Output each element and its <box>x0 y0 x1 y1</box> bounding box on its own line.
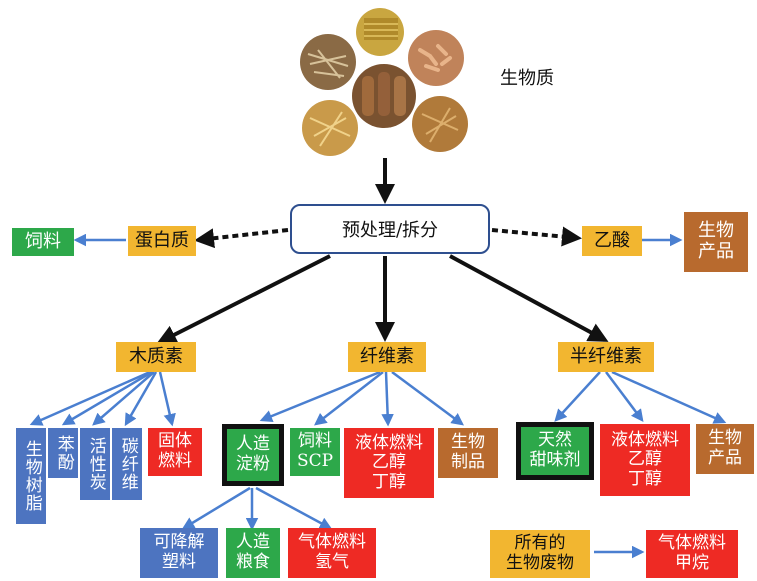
arrow-cellulose-to-scp <box>314 371 384 426</box>
arrow-pretreatment-to-hemicellulose <box>449 254 609 342</box>
biomass-husk-image <box>412 96 468 152</box>
artificial-food-node: 人造 粮食 <box>226 528 280 578</box>
biomass-pellets-image <box>352 64 416 128</box>
arrow-lignin-to-carbon <box>92 371 155 426</box>
bio-products-node-hemi: 生物 产品 <box>696 424 754 474</box>
arrow-lignin-to-phenol <box>61 370 153 426</box>
arrow-pretreatment-to-lignin <box>156 254 331 344</box>
lignin-node: 木质素 <box>116 342 196 372</box>
biomass-stalks-image <box>300 34 356 90</box>
feed-node: 饲料 <box>12 228 74 256</box>
carbon-fiber-node: 碳纤维 <box>112 428 142 500</box>
pretreatment-node: 预处理/拆分 <box>290 204 490 254</box>
arrow-hemi-to-liquid-fuel <box>605 371 644 422</box>
arrow-starch-to-plastic <box>181 486 251 530</box>
phenol-node: 苯酚 <box>48 428 78 478</box>
bio-products-node-cellulose: 生物 制品 <box>438 428 498 478</box>
hemicellulose-node: 半纤维素 <box>558 342 654 372</box>
hydrogen-fuel-node: 气体燃料 氢气 <box>288 528 376 578</box>
liquid-fuel-node-hemi: 液体燃料 乙醇 丁醇 <box>600 424 690 496</box>
biomass-label: 生物质 <box>500 68 554 89</box>
protein-node: 蛋白质 <box>128 226 196 256</box>
degradable-plastic-node: 可降解 塑料 <box>140 528 218 578</box>
bio-products-node-top: 生物 产品 <box>684 212 748 272</box>
biomass-straw-image <box>302 100 358 156</box>
arrow-hemi-to-products <box>611 370 727 424</box>
cellulose-node: 纤维素 <box>348 342 426 372</box>
arrow-cellulose-to-products <box>391 370 465 426</box>
biomass-bale-image <box>356 8 404 56</box>
liquid-fuel-node-cellulose: 液体燃料 乙醇 丁醇 <box>344 428 434 498</box>
methane-fuel-node: 气体燃料 甲烷 <box>646 530 738 578</box>
acetic-acid-node: 乙酸 <box>582 226 642 256</box>
arrow-starch-to-hydrogen <box>255 486 333 530</box>
bio-resin-node: 生物树脂 <box>16 428 46 524</box>
artificial-starch-node: 人造 淀粉 <box>222 424 284 486</box>
solid-fuel-node: 固体 燃料 <box>148 428 202 476</box>
biomass-chips-image <box>408 30 464 86</box>
feed-scp-node: 饲料 SCP <box>290 428 340 476</box>
biomass-images <box>300 8 468 156</box>
arrow-lignin-to-solid-fuel <box>158 371 176 427</box>
natural-sweetener-node: 天然 甜味剂 <box>516 422 594 480</box>
arrow-hemi-to-sweetener <box>554 371 601 422</box>
arrow-pretreatment-to-protein <box>194 228 289 249</box>
arrow-pretreatment-to-acetic-acid <box>491 226 582 247</box>
arrow-cellulose-to-starch <box>259 370 381 423</box>
activated-carbon-node: 活性炭 <box>80 428 110 500</box>
all-biowaste-node: 所有的 生物废物 <box>490 530 590 578</box>
arrow-lignin-to-fiber <box>124 371 158 427</box>
arrow-lignin-to-resin <box>29 370 151 426</box>
arrow-cellulose-to-liquid-fuel <box>381 371 394 427</box>
